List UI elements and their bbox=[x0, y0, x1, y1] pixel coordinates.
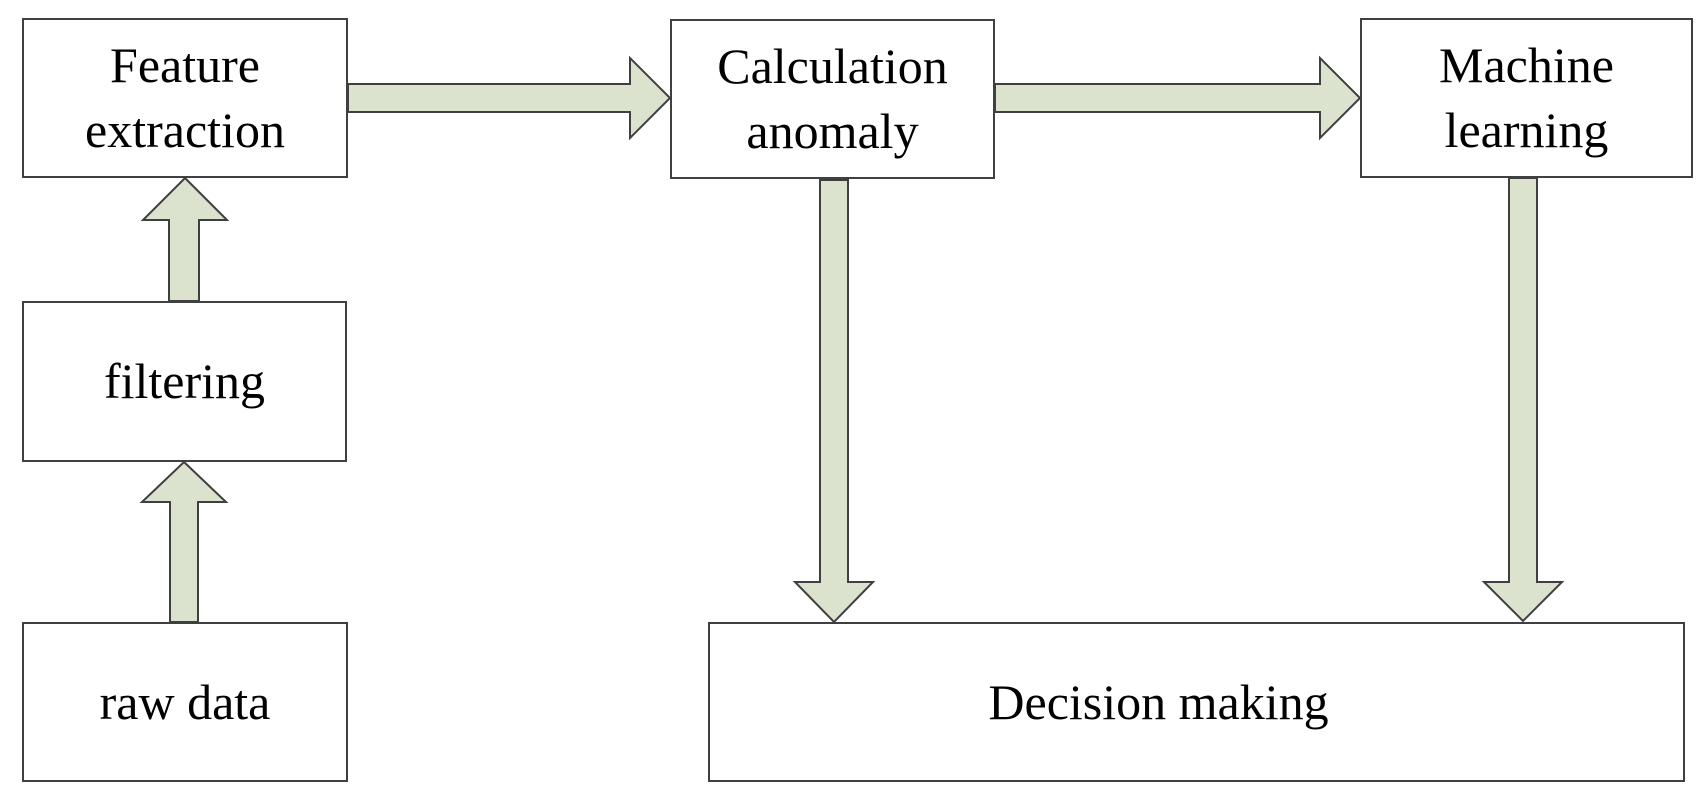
node-raw-data: raw data bbox=[22, 622, 348, 782]
node-feature-extraction-label: Feature extraction bbox=[85, 37, 285, 158]
node-decision-making-label: Decision making bbox=[988, 673, 1329, 730]
node-feature-extraction: Feature extraction bbox=[22, 18, 348, 178]
node-decision-making: Decision making bbox=[708, 622, 1685, 782]
node-filtering: filtering bbox=[22, 301, 347, 462]
node-raw-data-label: raw data bbox=[99, 673, 271, 730]
arrow-feature-extraction-to-calculation-anomaly bbox=[347, 55, 672, 141]
arrow-calculation-anomaly-to-decision-making bbox=[792, 179, 876, 624]
node-machine-learning-label: Machine learning bbox=[1439, 37, 1614, 158]
node-calculation-anomaly-label: Calculation anomaly bbox=[717, 38, 948, 159]
node-filtering-label: filtering bbox=[103, 353, 266, 409]
arrow-machine-learning-to-decision-making bbox=[1481, 177, 1565, 623]
arrow-calculation-anomaly-to-machine-learning bbox=[994, 55, 1362, 141]
node-machine-learning: Machine learning bbox=[1360, 18, 1693, 178]
node-calculation-anomaly: Calculation anomaly bbox=[670, 19, 995, 179]
arrow-raw-data-to-filtering bbox=[139, 460, 229, 623]
arrow-filtering-to-feature-extraction bbox=[140, 176, 230, 302]
